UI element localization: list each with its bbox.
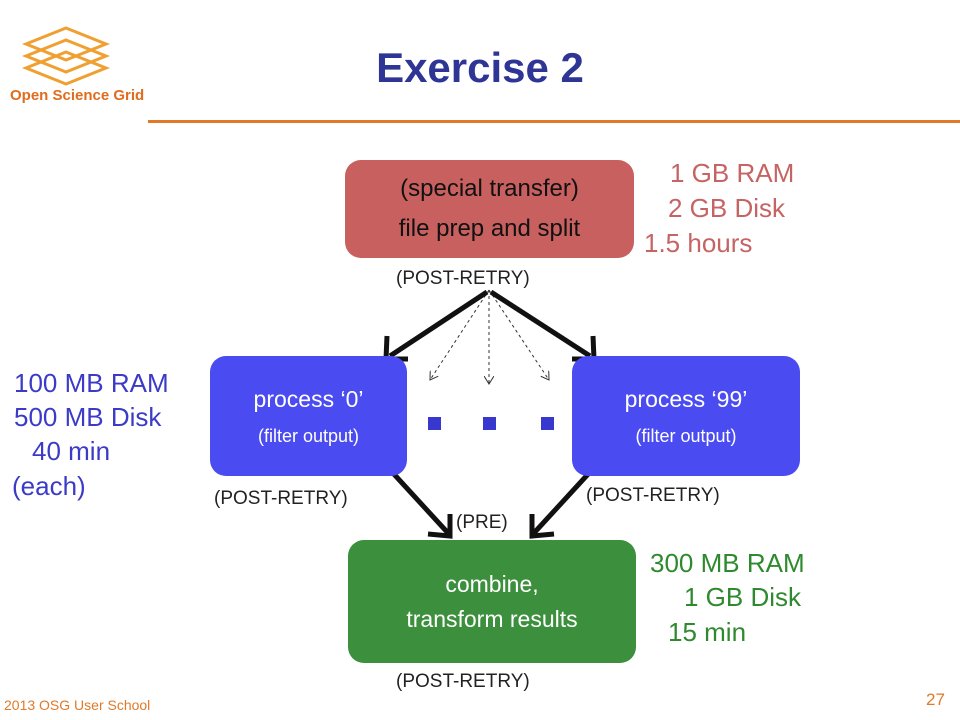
combine-resource-ram: 300 MB RAM: [650, 548, 805, 578]
split-resource-ram: 1 GB RAM: [670, 158, 795, 188]
node-process-99: process ‘99’ (filter output): [572, 356, 800, 476]
node-split-line1: (special transfer): [400, 175, 579, 202]
process99-post-retry-tag: (POST-RETRY): [586, 485, 720, 506]
ellipsis-dot: [541, 417, 554, 430]
page-title: Exercise 2: [376, 44, 584, 91]
combine-resource-time: 15 min: [668, 617, 747, 647]
process0-label: process ‘0’: [253, 386, 364, 412]
node-process-0: process ‘0’ (filter output): [210, 356, 407, 476]
node-file-prep-split: (special transfer) file prep and split: [345, 160, 634, 258]
combine-line2: transform results: [406, 605, 578, 632]
process-resource-ram: 100 MB RAM: [14, 368, 169, 398]
process-resource-time: 40 min: [32, 436, 111, 466]
process-resource-each: (each): [12, 471, 86, 501]
dashed-arrow-left: [430, 289, 490, 380]
process0-post-retry-tag: (POST-RETRY): [214, 488, 348, 509]
combine-line1: combine,: [445, 570, 539, 597]
combine-post-retry-tag: (POST-RETRY): [396, 671, 530, 692]
arrow-split-to-process99: [489, 289, 597, 362]
footer-school: 2013 OSG User School: [4, 697, 151, 713]
arrow-process99-to-combine: [529, 470, 592, 539]
arrow-split-to-process0: [383, 289, 489, 362]
node-combine: combine, transform results: [348, 540, 636, 663]
node-split-line2: file prep and split: [398, 215, 581, 242]
logo-text: Open Science Grid: [10, 87, 145, 104]
title-divider: [148, 120, 960, 123]
dashed-arrow-right: [488, 289, 549, 380]
process99-label: process ‘99’: [624, 386, 748, 412]
process99-sub: (filter output): [635, 426, 737, 446]
ellipsis-dot: [428, 417, 441, 430]
process-resource-disk: 500 MB Disk: [14, 402, 162, 432]
combine-resource-disk: 1 GB Disk: [684, 582, 802, 612]
split-post-retry-tag: (POST-RETRY): [396, 268, 530, 289]
process0-sub: (filter output): [257, 426, 360, 446]
osg-logo-icon: [21, 26, 111, 86]
split-resource-disk: 2 GB Disk: [668, 193, 786, 223]
page-number: 27: [926, 690, 945, 709]
split-resource-time: 1.5 hours: [644, 228, 753, 258]
ellipsis-dot: [483, 417, 496, 430]
arrow-process0-to-combine: [390, 470, 453, 539]
combine-pre-tag: (PRE): [456, 512, 508, 533]
